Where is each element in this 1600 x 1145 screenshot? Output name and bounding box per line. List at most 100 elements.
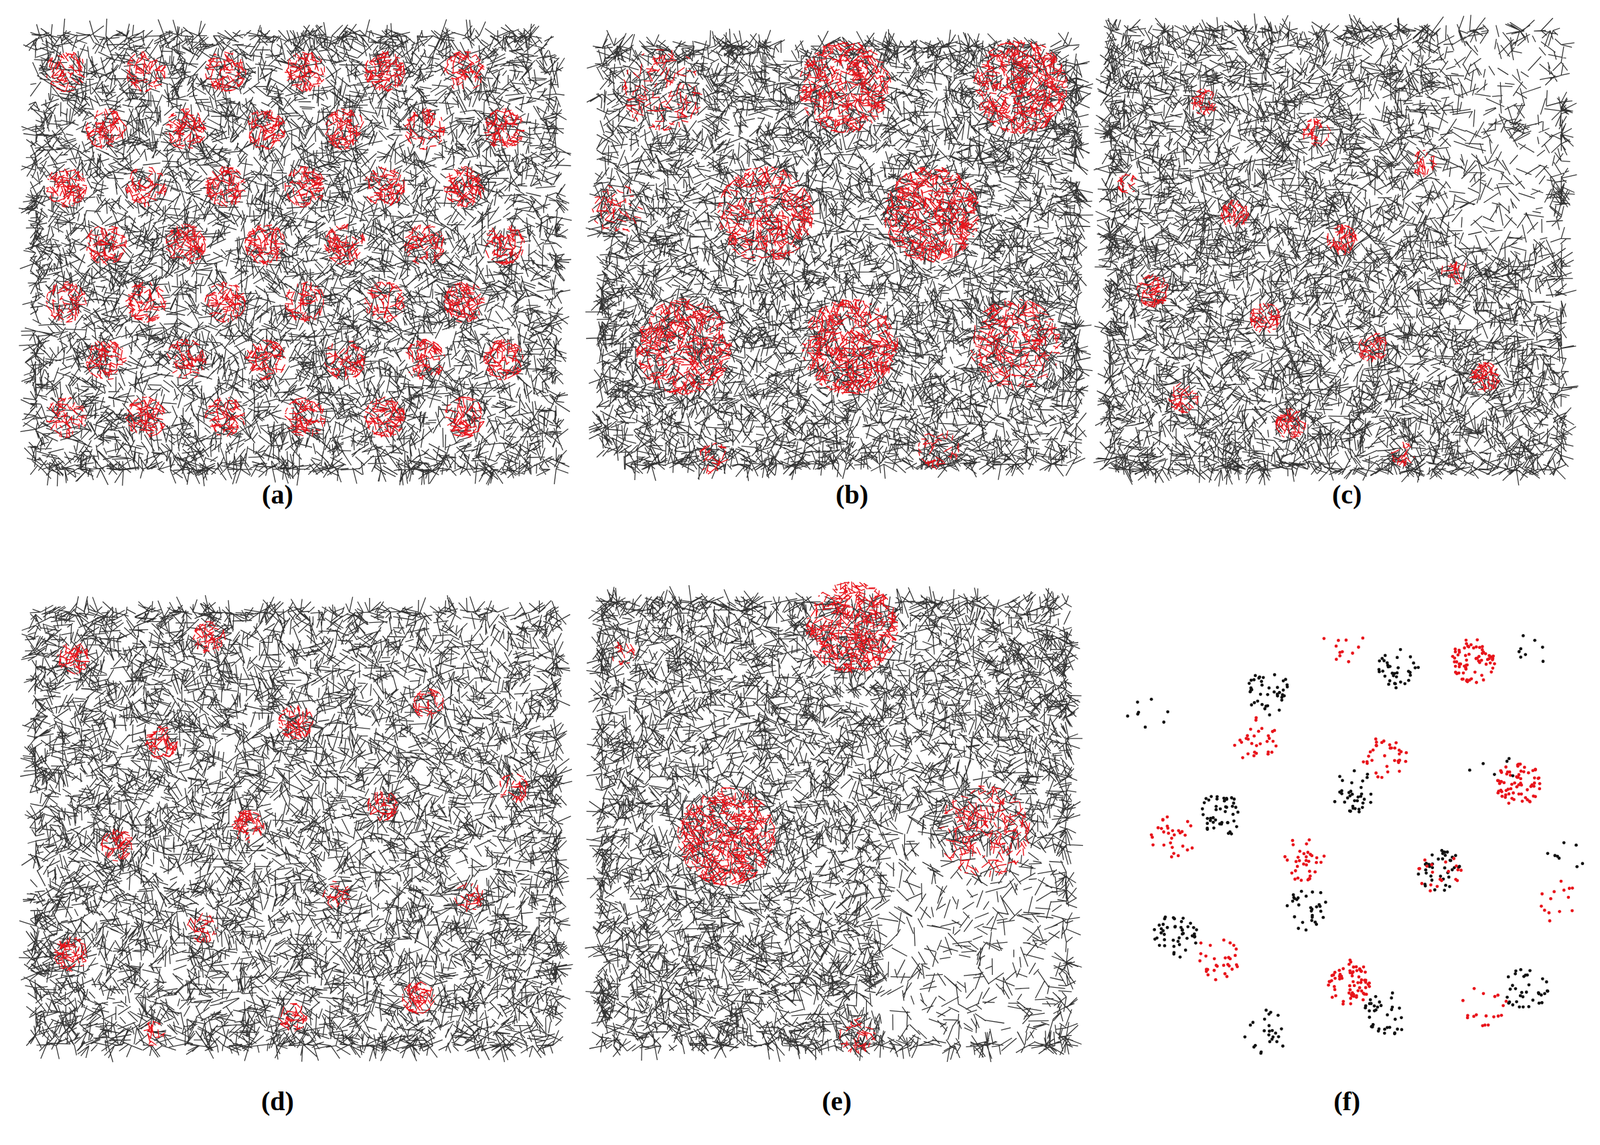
particle-dot [1508,770,1512,774]
particle-dot [1304,842,1308,846]
particle-dot [1205,817,1209,821]
particle-dot [1399,1015,1404,1020]
particle-dot [1293,869,1298,873]
polymer-network [585,28,1094,482]
particle-dot [1387,683,1391,687]
particle-dot [1321,916,1325,920]
particle-dot [1348,984,1352,988]
particle-dot [1393,746,1397,751]
particle-dot [1423,858,1427,862]
particle-dot [1272,690,1276,694]
particle-dot [1549,897,1553,901]
particle-dot [1395,1028,1400,1032]
particle-dot [1297,859,1302,863]
particle-dot [1505,995,1509,1000]
particle-dot [1473,670,1477,674]
particle-dot [1297,849,1302,854]
particle-dot [1409,655,1413,660]
particle-dot [1416,872,1420,877]
particle-dot [1152,928,1156,932]
particle-dot [1354,995,1359,1000]
particle-dot [1257,730,1261,734]
particle-dot [1368,750,1373,755]
particle-dot [1253,673,1258,678]
particle-dot [1501,1003,1505,1008]
particle-dot [1393,1032,1397,1036]
particle-dot [1166,831,1171,836]
particle-dot [1523,652,1527,657]
particle-dot [1273,673,1277,677]
particle-dot [1504,772,1509,776]
particle-dot [1537,991,1541,995]
particle-dot [1171,938,1175,943]
particle-dot [1253,701,1257,705]
particle-dot [1370,1025,1375,1029]
snapshot-panel [1093,13,1579,487]
particle-dot [1429,883,1433,887]
particle-dot [1458,662,1462,666]
particle-dot [1388,743,1392,747]
particle-dot [1359,786,1363,790]
particle-dot [1319,860,1323,864]
particle-dot [1185,936,1189,941]
particle-dot [1186,925,1190,929]
particle-dot [1394,686,1398,690]
particle-dot [1454,864,1459,868]
particle-dot [1480,648,1485,652]
particle-dot [1363,970,1367,974]
particle-dot [1459,868,1463,872]
particle-dot [1255,699,1260,704]
particle-dot [1399,750,1404,754]
particle-dot [1156,826,1160,830]
particle-dot [1192,926,1196,930]
snapshot-panel [584,582,1083,1063]
particle-dot [1319,891,1323,895]
particle-dot [1430,865,1434,870]
particle-dot [1383,653,1388,658]
particle-dot [1453,647,1457,651]
particle-dot [1340,778,1345,783]
particle-dot [1539,904,1544,909]
particle-dot [1472,987,1477,991]
particle-dot [1389,746,1394,751]
particle-dot [1279,1027,1284,1031]
particle-dot [1441,850,1446,854]
particle-dot [1374,744,1379,748]
particle-dot [1518,647,1523,651]
particle-dot [1480,659,1484,663]
particle-dot [1307,859,1311,864]
particle-dot [1344,638,1348,643]
particle-dot [1371,748,1375,753]
particle-dot [1533,776,1537,780]
nanoparticle [592,40,1067,475]
particle-dot [1504,765,1508,769]
particle-dot [1389,996,1394,1000]
particle-dot [1435,884,1440,889]
particle-dot [1514,785,1519,789]
particle-dot [1349,993,1353,997]
particle-dot [1302,852,1306,856]
particle-dot [1334,644,1339,648]
particle-dot [1499,788,1503,793]
particle-dot [1351,807,1355,811]
particle-dot [1181,844,1185,848]
particle-dot [1349,960,1353,964]
particle-dot [1482,678,1486,682]
particle-dot [1464,638,1469,643]
particle-dot [1215,797,1219,802]
particle-dot [1521,1005,1525,1009]
particle-dot [1533,638,1537,643]
particle-dot [1305,851,1310,855]
particle-dot [1350,974,1355,978]
particle-dot [1537,787,1542,791]
particle-dot [1484,663,1489,667]
particle-dot [1223,810,1227,814]
particle-dot [1168,841,1173,845]
particle-dot [1301,862,1306,866]
particle-dot [1322,854,1327,858]
particle-dot [1314,861,1319,865]
particle-dot [1212,969,1217,973]
particle-dot [1559,880,1563,884]
particle-dot [1189,824,1193,828]
particle-dot [1555,854,1560,858]
